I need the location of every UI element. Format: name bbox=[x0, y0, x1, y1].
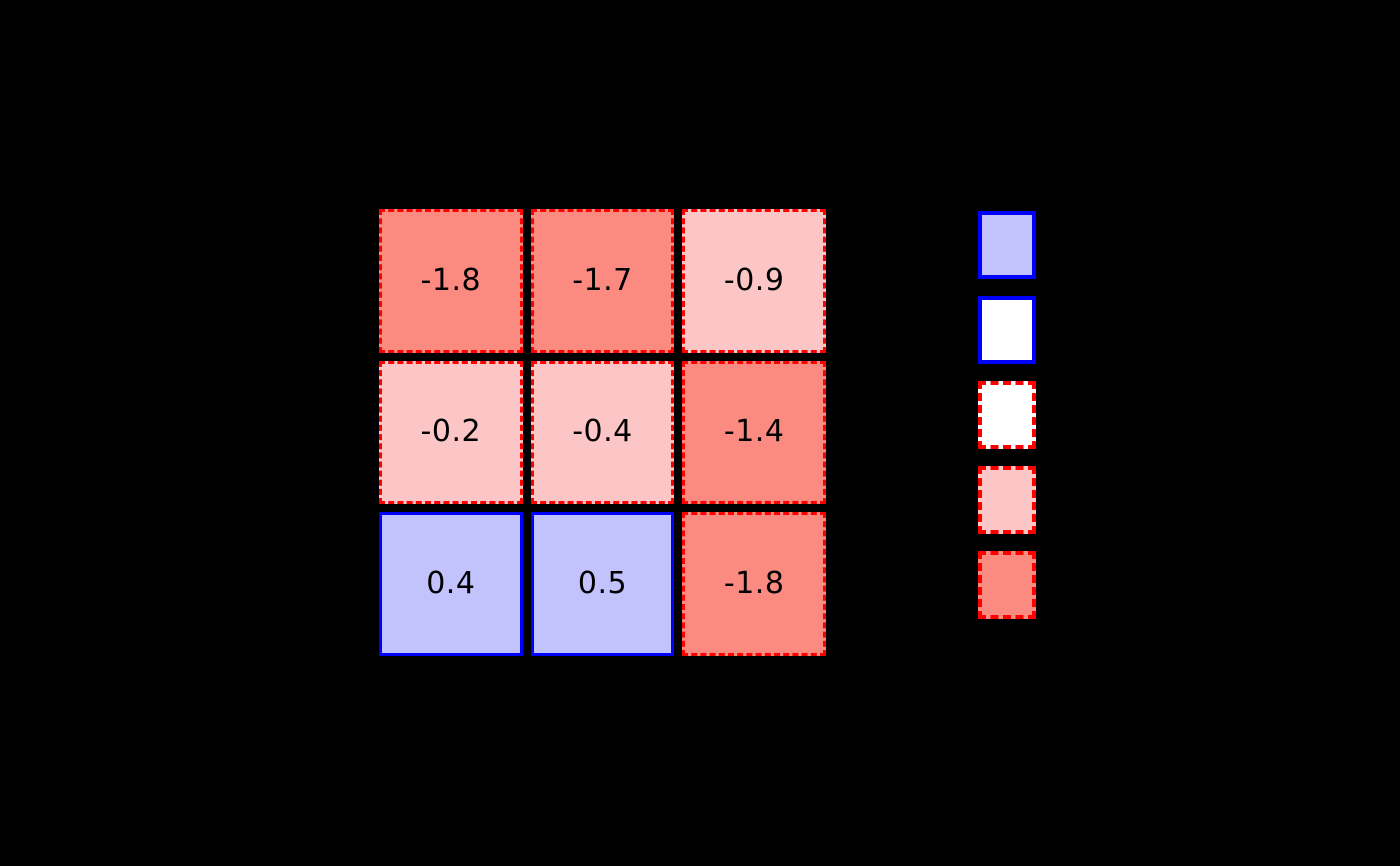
legend bbox=[978, 211, 1036, 619]
heatmap-cell-r0c2[interactable]: -0.9 bbox=[682, 209, 826, 353]
heatmap-cell-value: -1.8 bbox=[723, 566, 785, 602]
heatmap-cell-value: -1.8 bbox=[420, 262, 482, 298]
heatmap-cell-value: -0.4 bbox=[572, 414, 633, 450]
heatmap-cell-value: -1.4 bbox=[723, 414, 785, 450]
heatmap-cell-value: -0.2 bbox=[420, 414, 482, 450]
heatmap-cell-value: 0.5 bbox=[577, 566, 628, 602]
heatmap-cell-r2c2[interactable]: -1.8 bbox=[682, 512, 826, 656]
legend-swatch-2[interactable] bbox=[978, 381, 1036, 449]
heatmap-cell-r2c1[interactable]: 0.5 bbox=[530, 512, 675, 656]
legend-swatch-3[interactable] bbox=[978, 466, 1036, 534]
heatmap-cell-r2c0[interactable]: 0.4 bbox=[379, 512, 523, 656]
legend-swatch-4[interactable] bbox=[978, 551, 1036, 619]
heatmap-cell-r0c1[interactable]: -1.7 bbox=[530, 209, 675, 353]
heatmap-cell-r1c0[interactable]: -0.2 bbox=[379, 360, 523, 505]
heatmap-cell-r1c2[interactable]: -1.4 bbox=[682, 360, 826, 505]
heatmap-cell-value: -0.9 bbox=[723, 262, 785, 298]
heatmap-grid: -1.8 -1.7 -0.9 -0.2 -0.4 -1.4 0.4 0.5 -1… bbox=[379, 209, 826, 656]
heatmap-cell-r1c1[interactable]: -0.4 bbox=[530, 360, 675, 505]
heatmap-cell-r0c0[interactable]: -1.8 bbox=[379, 209, 523, 353]
heatmap-cell-value: 0.4 bbox=[426, 566, 476, 602]
legend-swatch-0[interactable] bbox=[978, 211, 1036, 279]
heatmap-cell-value: -1.7 bbox=[572, 262, 633, 298]
legend-swatch-1[interactable] bbox=[978, 296, 1036, 364]
